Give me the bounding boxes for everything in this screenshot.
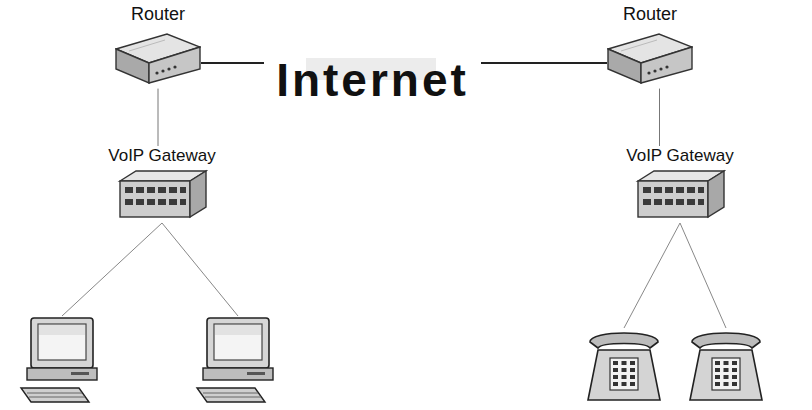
internet-node: Internet bbox=[264, 54, 481, 107]
network-link bbox=[659, 89, 660, 146]
router-icon bbox=[607, 29, 693, 89]
network-link bbox=[201, 62, 264, 64]
device-label: Router bbox=[607, 4, 693, 26]
device-label: Router bbox=[115, 4, 201, 26]
network-link bbox=[158, 89, 159, 146]
device-label: VoIP Gateway bbox=[108, 146, 216, 166]
lan-wire bbox=[62, 223, 162, 316]
pc-icon bbox=[197, 318, 273, 402]
device-label: VoIP Gateway bbox=[626, 146, 734, 166]
network-label: Internet bbox=[270, 54, 475, 107]
router-node: Router bbox=[607, 4, 693, 89]
network-link bbox=[481, 62, 607, 64]
pc-icon bbox=[21, 318, 97, 402]
gateway-icon bbox=[116, 169, 208, 223]
phone-icon bbox=[588, 333, 660, 400]
phone-wire bbox=[624, 223, 680, 328]
router-node: Router bbox=[115, 4, 201, 89]
router-icon bbox=[115, 29, 201, 89]
gateway-node: VoIP Gateway bbox=[626, 146, 734, 223]
phone-wire bbox=[680, 223, 726, 328]
gateway-node: VoIP Gateway bbox=[108, 146, 216, 223]
phone-icon bbox=[690, 333, 762, 400]
lan-wire bbox=[162, 223, 238, 316]
gateway-icon bbox=[634, 169, 726, 223]
